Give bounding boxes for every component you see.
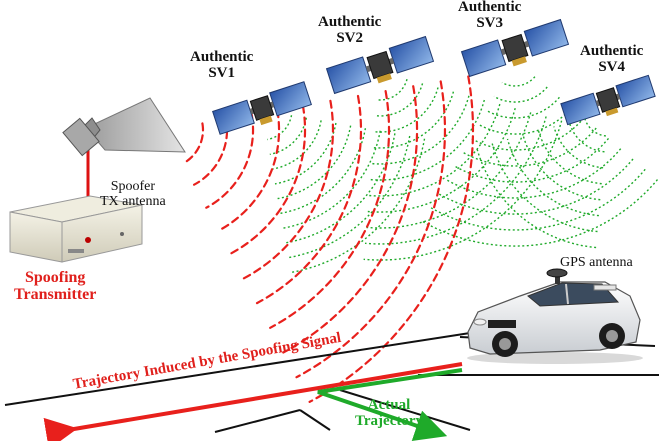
car-icon: [467, 281, 643, 364]
signal-wave-arc: [364, 116, 547, 245]
signal-wave-arc: [493, 86, 548, 103]
actual-trajectory-label-line2: Trajectory: [355, 412, 424, 429]
signal-wave-arc: [584, 117, 606, 137]
signal-wave-arc: [272, 120, 322, 170]
gps-antenna-icon: [546, 268, 568, 284]
signal-wave-arc: [429, 168, 646, 231]
satellite-sv4-icon: [560, 74, 656, 126]
signal-wave-arc: [522, 134, 601, 201]
signal-wave-arc: [485, 96, 560, 119]
signal-wave-arc: [277, 125, 352, 200]
signal-wave-arc: [371, 95, 470, 165]
satellite-sv3-icon: [460, 18, 570, 78]
signal-wave-arc: [475, 147, 597, 249]
spoofer-antenna-label-line2: TX antenna: [100, 193, 166, 209]
sv2-label-line1: Authentic: [318, 14, 382, 30]
signal-wave-arc: [461, 127, 597, 167]
signal-wave-arc: [181, 122, 205, 165]
spoofing-signal-waves: [181, 75, 475, 403]
signal-wave-arc: [369, 103, 501, 197]
signal-wave-arc: [421, 179, 659, 247]
sv4-label-line2: SV4: [598, 58, 626, 75]
spoofing-transmitter-label-line1: Spoofing: [24, 269, 86, 286]
signal-wave-arc: [506, 138, 599, 217]
signal-wave-arc: [453, 137, 610, 183]
spoofing-transmitter-icon: [9, 195, 143, 263]
signal-wave-arc: [501, 76, 536, 87]
signal-wave-arc: [445, 148, 622, 199]
sv3-label-line1: Authentic: [458, 0, 522, 15]
signal-wave-arc: [363, 120, 563, 261]
signal-wave-arc: [491, 142, 598, 233]
signal-wave-arc: [229, 104, 307, 255]
signal-wave-arc: [437, 158, 634, 215]
sv1-label-line1: Authentic: [190, 49, 254, 65]
signal-wave-arc: [469, 117, 585, 151]
signal-wave-arc: [242, 99, 335, 280]
signal-wave-arc: [205, 113, 255, 209]
signal-wave-arc: [193, 118, 229, 186]
spoofer-antenna-label-line1: Spoofer: [110, 179, 156, 194]
sv1-label-line2: SV1: [208, 64, 236, 81]
signal-wave-arc: [285, 133, 396, 244]
signal-wave-arc: [267, 115, 293, 141]
sv2-label: Authentic SV2: [318, 14, 382, 47]
signal-wave-arc: [282, 130, 381, 229]
signal-wave-arc: [377, 79, 408, 101]
signal-wave-arc: [537, 130, 602, 185]
satellite-sv1-icon: [212, 81, 312, 135]
spoofed-trajectory-arrow: [43, 362, 463, 441]
spoofing-transmitter-label: Spoofing Transmitter: [14, 269, 97, 304]
authentic-signal-waves: [267, 76, 659, 274]
sv4-label: Authentic SV4: [580, 43, 644, 76]
signal-wave-arc: [370, 99, 485, 181]
sv2-label-line2: SV2: [336, 29, 364, 46]
spoofing-transmitter-label-line2: Transmitter: [14, 285, 97, 303]
signal-wave-arc: [295, 80, 447, 379]
signal-wave-arc: [280, 128, 367, 215]
signal-wave-arc: [274, 122, 337, 185]
actual-trajectory-label-line1: Actual: [367, 397, 411, 413]
signal-wave-arc: [376, 83, 424, 117]
signal-wave-arc: [367, 108, 516, 213]
satellite-sv2-icon: [325, 35, 435, 95]
signal-wave-arc: [374, 87, 439, 133]
sv4-label-line1: Authentic: [580, 43, 644, 59]
spoofer-antenna-label: Spoofer TX antenna: [100, 179, 166, 209]
signal-wave-arc: [217, 109, 281, 232]
sv3-label-line2: SV3: [476, 14, 504, 31]
signal-wave-arc: [568, 122, 605, 153]
signal-wave-arc: [308, 75, 475, 403]
signal-wave-arc: [269, 117, 307, 155]
signal-wave-arc: [269, 90, 391, 329]
actual-trajectory-label: Actual Trajectory: [355, 397, 424, 430]
signal-wave-arc: [255, 94, 363, 305]
gps-antenna-label: GPS antenna: [560, 255, 633, 270]
signal-wave-arc: [366, 112, 532, 229]
spoofer-antenna-icon: [62, 97, 186, 238]
sv1-label: Authentic SV1: [190, 49, 254, 82]
signal-wave-arc: [290, 138, 426, 274]
signal-wave-arc: [477, 107, 573, 135]
signal-wave-arc: [287, 135, 411, 259]
sv3-label: Authentic SV3: [458, 0, 521, 32]
actual-trajectory-arrow: [317, 368, 463, 441]
signal-wave-arc: [282, 85, 419, 354]
